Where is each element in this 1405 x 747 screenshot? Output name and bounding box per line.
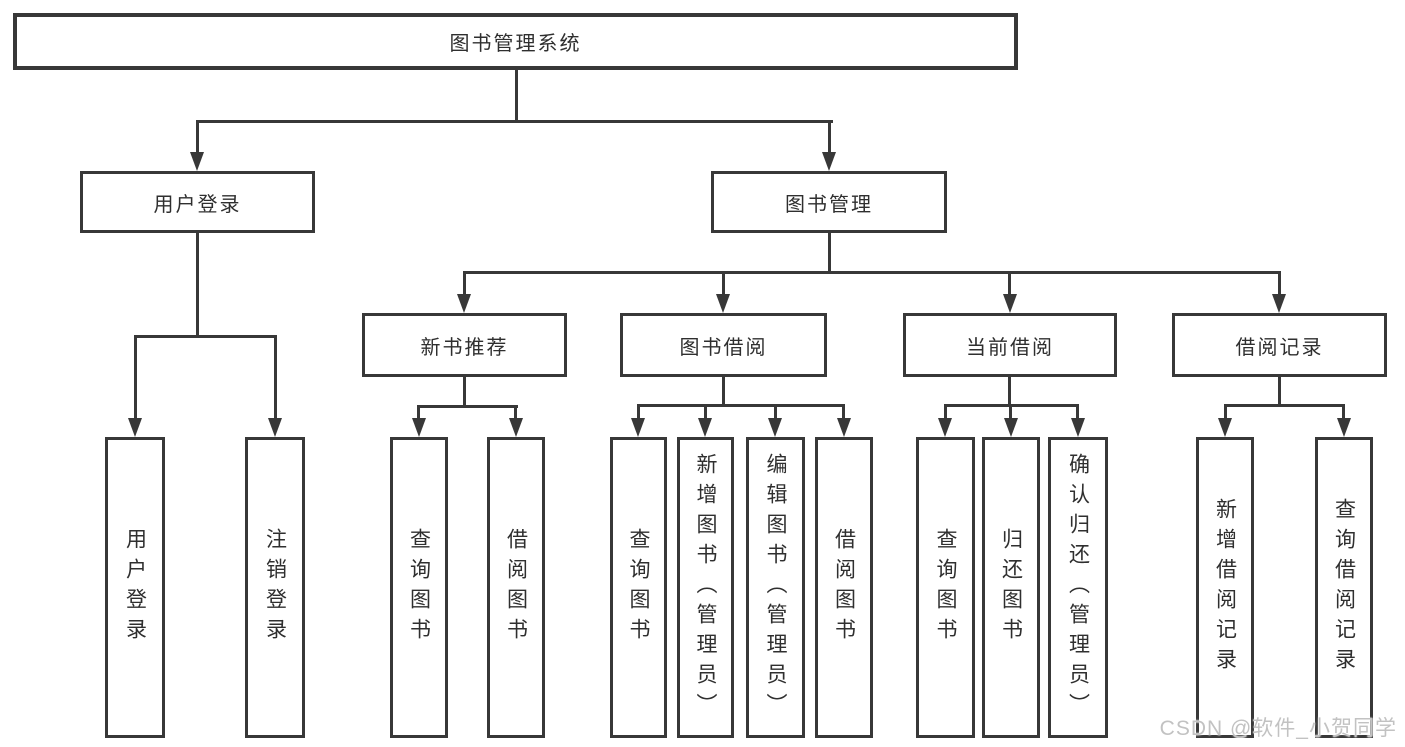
connector-vline (828, 120, 831, 154)
connector-hline (637, 404, 845, 407)
arrow-down-icon (631, 418, 645, 437)
connector-vline (515, 70, 518, 122)
leaf-query-books-recommend: 查询图书 (390, 437, 448, 738)
watermark: CSDN @软件_小贺同学 (1159, 717, 1397, 740)
connector-vline (196, 233, 199, 337)
arrow-down-icon (768, 418, 782, 437)
leaf-query-books-borrow: 查询图书 (610, 437, 667, 738)
leaf-query-books-current: 查询图书 (916, 437, 975, 738)
connector-vline (637, 404, 640, 420)
connector-vline (1278, 377, 1281, 406)
leaf-label: 确认归还（管理员） (1066, 452, 1090, 723)
arrow-down-icon (1218, 418, 1232, 437)
arrow-down-icon (1004, 418, 1018, 437)
connector-vline (774, 404, 777, 420)
connector-vline (842, 404, 845, 420)
connector-vline (1076, 404, 1079, 420)
arrow-down-icon (457, 294, 471, 313)
leaf-add-borrow-record: 新增借阅记录 (1196, 437, 1254, 738)
connector-hline (463, 271, 1281, 274)
leaf-label: 归还图书 (999, 527, 1023, 648)
connector-vline (1009, 404, 1012, 420)
arrow-down-icon (412, 418, 426, 437)
connector-vline (463, 271, 466, 296)
leaf-logout: 注销登录 (245, 437, 305, 738)
leaf-confirm-return-admin: 确认归还（管理员） (1048, 437, 1108, 738)
connector-hline (196, 120, 833, 123)
connector-vline (463, 377, 466, 408)
leaf-return-books: 归还图书 (982, 437, 1040, 738)
connector-hline (1224, 404, 1345, 407)
node-user-login-label: 用户登录 (153, 193, 242, 216)
arrow-down-icon (938, 418, 952, 437)
leaf-edit-book-admin: 编辑图书（管理员） (746, 437, 805, 738)
leaf-label: 新增图书（管理员） (694, 452, 718, 723)
leaf-query-borrow-record: 查询借阅记录 (1315, 437, 1373, 738)
connector-vline (722, 271, 725, 296)
node-library-system: 图书管理系统 (13, 13, 1018, 70)
leaf-label: 用户登录 (123, 527, 147, 648)
leaf-label: 借阅图书 (832, 527, 856, 648)
arrow-down-icon (1071, 418, 1085, 437)
leaf-label: 注销登录 (263, 527, 287, 648)
node-new-book-recommend-label: 新书推荐 (420, 336, 509, 359)
arrow-down-icon (268, 418, 282, 437)
leaf-label: 编辑图书（管理员） (764, 452, 788, 723)
connector-vline (1008, 271, 1011, 296)
arrow-down-icon (837, 418, 851, 437)
arrow-down-icon (509, 418, 523, 437)
node-current-borrow-label: 当前借阅 (966, 336, 1054, 359)
leaf-add-book-admin: 新增图书（管理员） (677, 437, 734, 738)
node-user-login: 用户登录 (80, 171, 315, 233)
arrow-down-icon (190, 152, 204, 171)
connector-vline (704, 404, 707, 420)
connector-vline (722, 377, 725, 406)
arrow-down-icon (822, 152, 836, 171)
leaf-user-login: 用户登录 (105, 437, 165, 738)
leaf-label: 查询借阅记录 (1332, 497, 1356, 678)
connector-hline (134, 335, 277, 338)
connector-vline (417, 405, 420, 420)
node-book-management-label: 图书管理 (785, 193, 873, 216)
leaf-label: 查询图书 (407, 527, 431, 648)
node-borrow-records-label: 借阅记录 (1235, 336, 1324, 359)
node-current-borrow: 当前借阅 (903, 313, 1117, 377)
arrow-down-icon (1337, 418, 1351, 437)
arrow-down-icon (1272, 294, 1286, 313)
node-new-book-recommend: 新书推荐 (362, 313, 567, 377)
connector-vline (134, 335, 137, 420)
arrow-down-icon (128, 418, 142, 437)
arrow-down-icon (716, 294, 730, 313)
connector-vline (196, 120, 199, 154)
connector-hline (417, 405, 518, 408)
leaf-label: 借阅图书 (504, 527, 528, 648)
arrow-down-icon (1003, 294, 1017, 313)
connector-vline (1224, 404, 1227, 420)
connector-vline (1342, 404, 1345, 420)
node-library-system-label: 图书管理系统 (449, 33, 582, 55)
connector-vline (1008, 377, 1011, 406)
node-book-management: 图书管理 (711, 171, 947, 233)
connector-vline (274, 335, 277, 420)
connector-vline (514, 405, 517, 420)
leaf-label: 新增借阅记录 (1213, 497, 1237, 678)
node-book-borrow: 图书借阅 (620, 313, 827, 377)
connector-vline (944, 404, 947, 420)
connector-vline (1278, 271, 1281, 296)
node-borrow-records: 借阅记录 (1172, 313, 1387, 377)
leaf-borrow-books-recommend: 借阅图书 (487, 437, 545, 738)
arrow-down-icon (698, 418, 712, 437)
leaf-label: 查询图书 (934, 527, 958, 648)
node-book-borrow-label: 图书借阅 (679, 336, 768, 359)
connector-vline (828, 233, 831, 274)
leaf-borrow-books: 借阅图书 (815, 437, 873, 738)
leaf-label: 查询图书 (627, 527, 651, 648)
